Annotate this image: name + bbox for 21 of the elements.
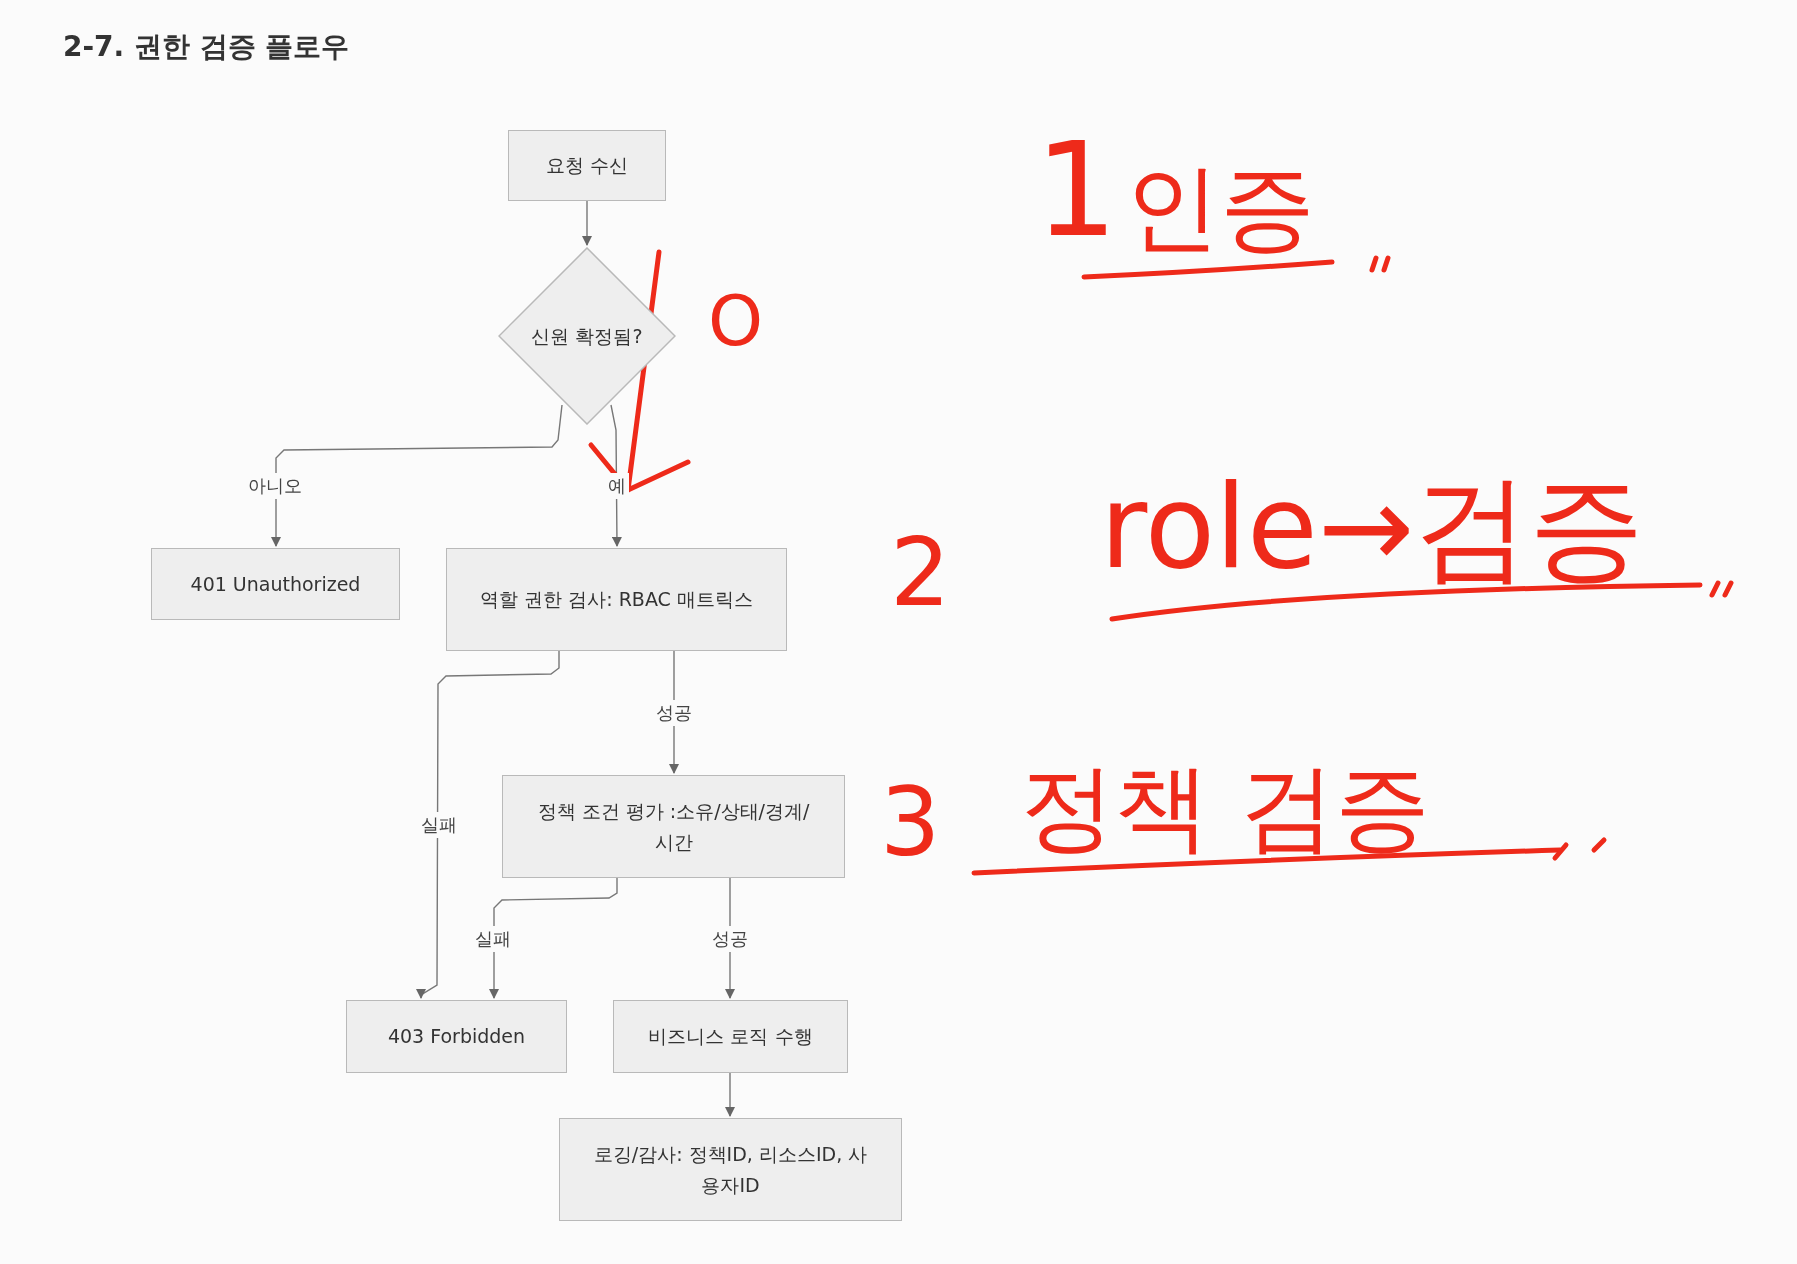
arrow <box>725 1072 735 1117</box>
handwritten-note: 3 <box>880 775 941 870</box>
process-box: 비즈니스 로직 수행 <box>613 1000 848 1073</box>
arrow <box>271 404 563 547</box>
process-box: 역할 권한 검사: RBAC 매트릭스 <box>446 548 787 651</box>
arrow <box>489 877 618 999</box>
process-box: 로깅/감사: 정책ID, 리소스ID, 사용자ID <box>559 1118 902 1221</box>
handwritten-note: 2 <box>890 525 951 620</box>
title: 2-7. 권한 검증 플로우 <box>63 29 350 65</box>
process-box: 403 Forbidden <box>346 1000 567 1073</box>
process-box: 정책 조건 평가 :소유/상태/경계/시간 <box>502 775 845 878</box>
arrow <box>416 650 560 999</box>
handwritten-note: O <box>708 286 764 356</box>
handwritten-note: 1 <box>1035 125 1118 255</box>
process-box: 401 Unauthorized <box>151 548 400 620</box>
decision-diamond: 신원 확정됨? <box>498 247 676 425</box>
arrow <box>582 200 592 246</box>
process-box: 요청 수신 <box>508 130 666 201</box>
handwritten-note: 정책 검증 <box>1020 760 1431 855</box>
handwritten-note: 인증 <box>1125 160 1315 255</box>
handwritten-note: role→검증 <box>1100 470 1645 585</box>
